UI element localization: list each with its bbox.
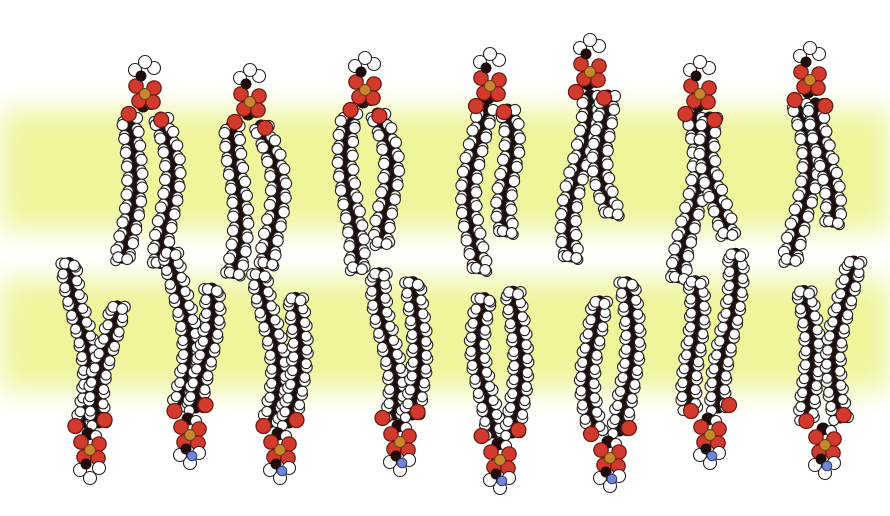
- phospholipid-bilayer-illustration: [0, 0, 890, 516]
